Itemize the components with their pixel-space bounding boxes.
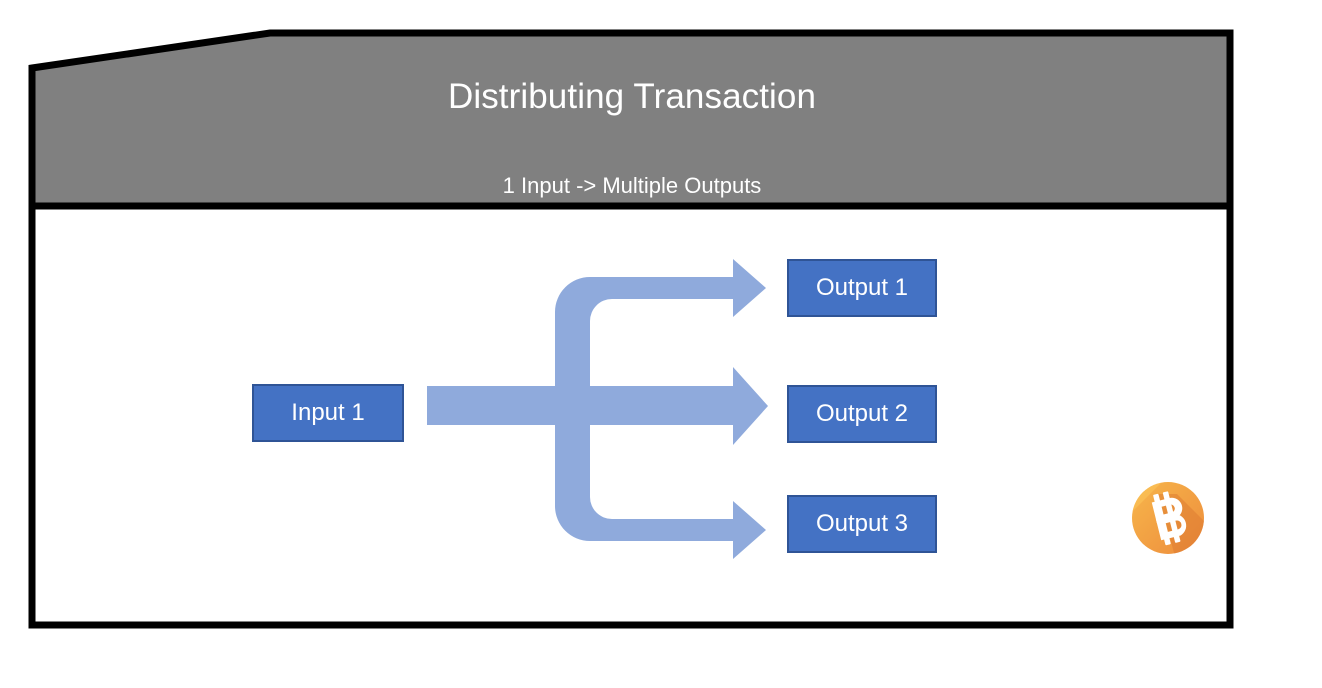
split-arrow-connector	[427, 259, 768, 559]
node-output-2[interactable]: Output 2	[787, 385, 937, 443]
arrow-top-branch	[555, 259, 766, 405]
header-banner	[28, 29, 1234, 210]
arrow-input-stem	[427, 386, 562, 425]
node-output-3[interactable]: Output 3	[787, 495, 937, 553]
arrow-middle-branch	[555, 367, 768, 445]
bitcoin-icon	[1132, 482, 1204, 554]
node-output-1[interactable]: Output 1	[787, 259, 937, 317]
bitcoin-symbol	[1151, 491, 1187, 546]
page-subtitle: 1 Input -> Multiple Outputs	[502, 173, 762, 198]
arrow-bottom-branch	[555, 405, 766, 559]
node-input-1[interactable]: Input 1	[252, 384, 404, 442]
page-title: Distributing Transaction	[447, 77, 817, 116]
